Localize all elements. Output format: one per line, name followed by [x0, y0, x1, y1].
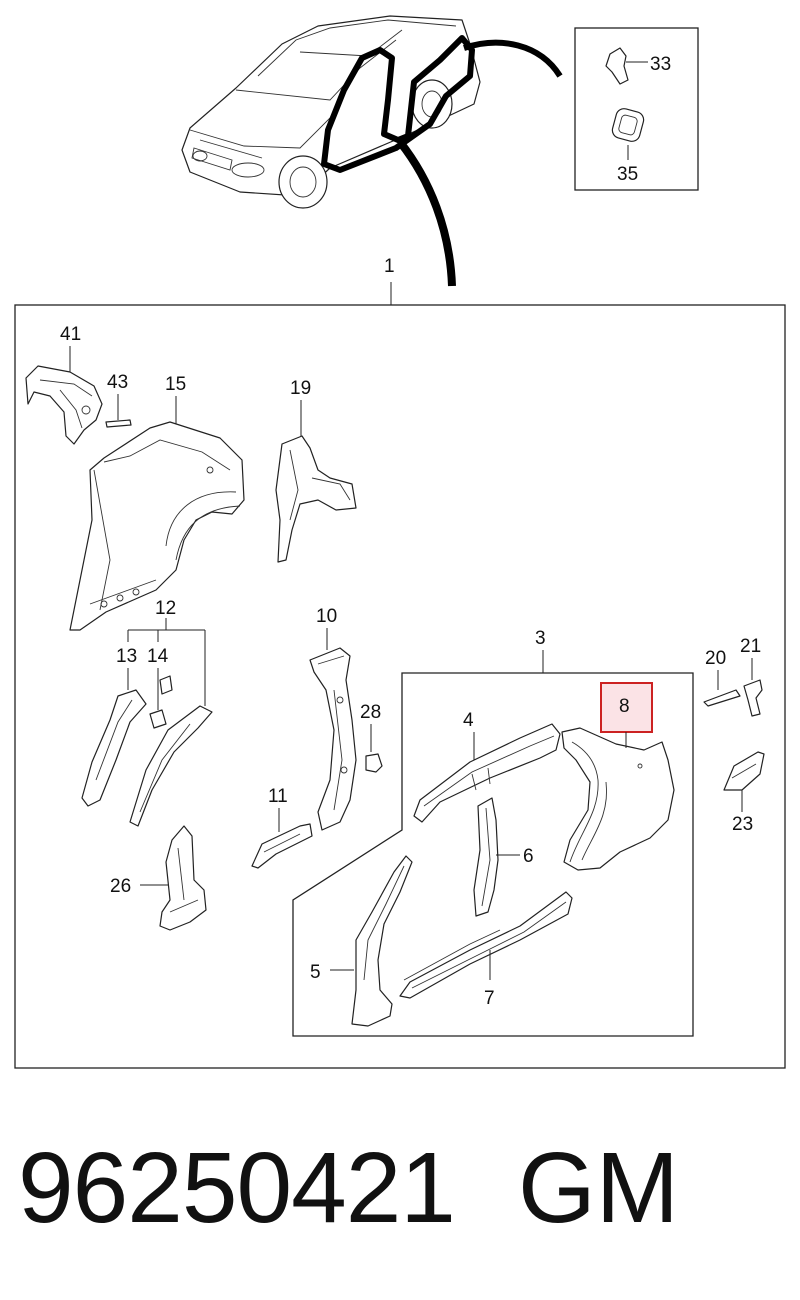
label-12: 12 [155, 598, 176, 619]
label-15: 15 [165, 374, 186, 395]
label-19: 19 [290, 378, 311, 399]
part-23: 23 [723, 751, 765, 835]
part-21: 21 [740, 636, 763, 717]
subassembly-3: 3 [292, 628, 694, 1037]
parts-diagram: 33 35 1 41 43 15 19 [14, 15, 786, 1069]
label-5: 5 [310, 962, 321, 983]
part-4: 4 [413, 710, 561, 823]
part-28: 28 [360, 702, 383, 773]
label-6: 6 [523, 846, 534, 867]
label-4: 4 [463, 710, 474, 731]
label-13: 13 [116, 646, 137, 667]
part-11: 11 [251, 786, 313, 869]
part-10: 10 [309, 606, 357, 831]
part-26: 26 [110, 825, 207, 931]
inset-box: 33 35 [574, 27, 699, 191]
car-illustration [181, 15, 563, 287]
label-33: 33 [650, 54, 671, 75]
assembly-frame [14, 304, 786, 1069]
part-41: 41 [25, 324, 103, 445]
label-8: 8 [619, 696, 630, 717]
label-7: 7 [484, 988, 495, 1009]
label-21: 21 [740, 636, 761, 657]
label-14: 14 [147, 646, 169, 667]
part-7: 7 [399, 891, 573, 1009]
part-number: 96250421 [18, 1132, 456, 1244]
label-41: 41 [60, 324, 81, 345]
part-8: 8 [561, 682, 675, 871]
brand-name: GM [518, 1132, 680, 1244]
part-20: 20 [703, 648, 741, 707]
part-35-shape [611, 108, 645, 142]
label-11: 11 [268, 786, 288, 807]
label-28: 28 [360, 702, 381, 723]
label-1: 1 [384, 256, 395, 277]
label-3: 3 [535, 628, 546, 649]
label-23: 23 [732, 814, 753, 835]
label-35: 35 [617, 164, 638, 185]
label-43: 43 [107, 372, 128, 393]
part-15: 15 [69, 374, 245, 631]
part-33-shape [605, 47, 629, 85]
part-12-group: 12 13 14 [81, 598, 213, 827]
part-43: 43 [105, 372, 132, 428]
part-19: 19 [275, 378, 357, 563]
part-5: 5 [310, 855, 413, 1027]
label-10: 10 [316, 606, 337, 627]
label-26: 26 [110, 876, 131, 897]
part-6: 6 [473, 797, 534, 917]
label-20: 20 [705, 648, 726, 669]
